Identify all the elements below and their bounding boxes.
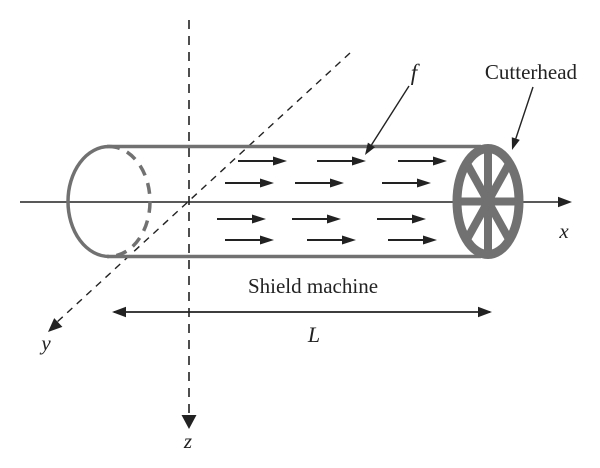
cylinder-endcap-front-arc xyxy=(66,144,110,259)
length-label: L xyxy=(307,322,320,347)
length-dimension xyxy=(112,306,492,318)
friction-arrow xyxy=(382,178,431,188)
z-axis-label: z xyxy=(183,429,192,453)
friction-label: f xyxy=(411,60,421,85)
shield-machine-label: Shield machine xyxy=(248,274,378,298)
dimension-arrowhead-right-icon xyxy=(478,306,492,318)
cutterhead-wheel xyxy=(452,144,524,259)
y-axis-line xyxy=(55,52,351,324)
friction-arrows xyxy=(217,156,447,245)
friction-arrow xyxy=(217,214,266,224)
cutterhead-label: Cutterhead xyxy=(485,60,578,84)
y-axis-label: y xyxy=(39,331,51,355)
cutterhead-rim xyxy=(452,144,524,259)
friction-arrow xyxy=(238,156,287,166)
friction-arrow xyxy=(377,214,426,224)
f-annotation-line xyxy=(370,85,410,146)
y-axis-arrowhead-icon xyxy=(48,318,63,332)
friction-arrow xyxy=(398,156,447,166)
friction-arrow xyxy=(295,178,344,188)
cutterhead-annotation-arrow xyxy=(511,86,534,150)
f-annotation-arrowhead-icon xyxy=(365,142,375,155)
cutterhead-spoke-diagonal-2 xyxy=(462,160,514,243)
friction-arrow xyxy=(225,235,274,245)
x-axis-label: x xyxy=(558,219,569,243)
friction-arrow xyxy=(292,214,341,224)
dimension-arrowhead-left-icon xyxy=(112,306,126,318)
y-axis xyxy=(48,52,351,332)
z-axis xyxy=(181,20,197,429)
f-annotation-arrow xyxy=(365,85,410,155)
x-axis-arrowhead-icon xyxy=(558,196,572,208)
cutterhead-annotation-line xyxy=(515,86,534,139)
friction-arrow xyxy=(317,156,366,166)
z-axis-arrowhead-icon xyxy=(181,415,197,429)
friction-arrow xyxy=(225,178,274,188)
friction-arrow xyxy=(388,235,437,245)
shield-machine-body xyxy=(66,144,481,259)
friction-arrow xyxy=(307,235,356,245)
cutterhead-annotation-arrowhead-icon xyxy=(511,137,520,150)
